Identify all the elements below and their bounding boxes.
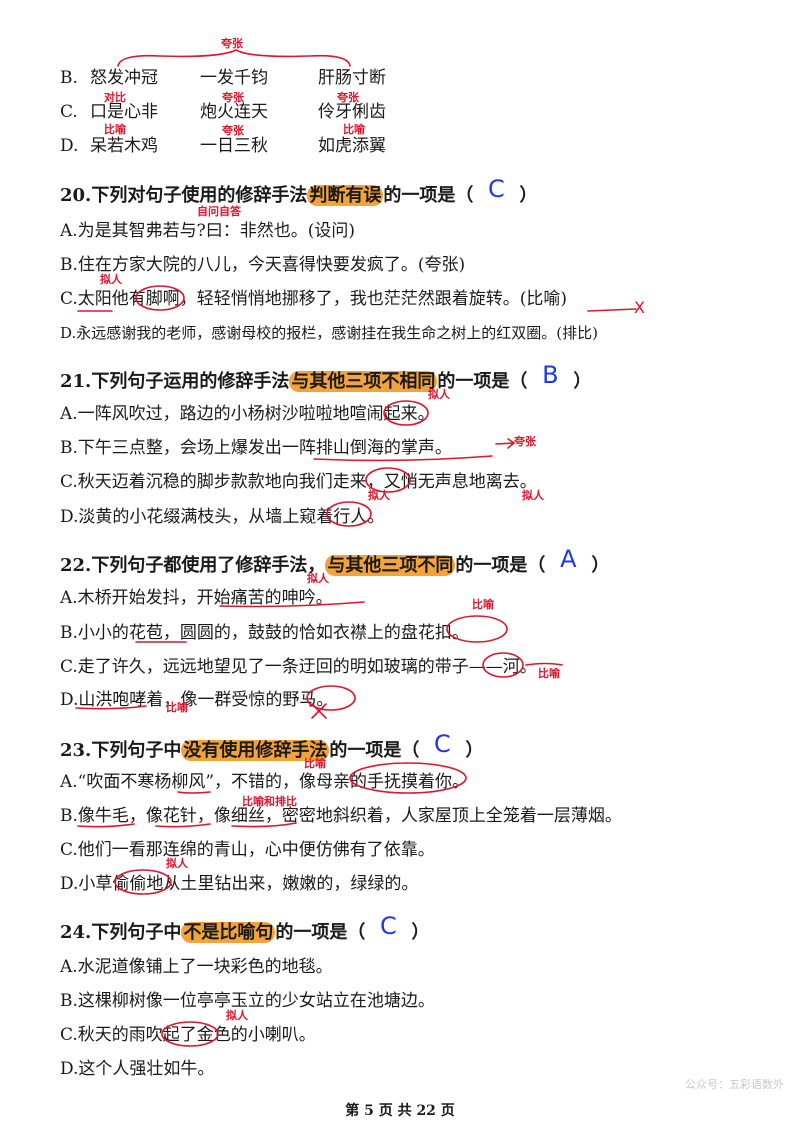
q19-option-d: D. 呆若木鸡 一日三秋 如虎添翼 [60,134,386,158]
q19-option-b: B. 怒发冲冠 一发千钧 肝肠寸断 [60,66,386,90]
note-niren: 拟人 [226,1009,248,1022]
question-text: ） [465,740,484,761]
highlighted-phrase: 没有使用修辞手法 [181,740,330,761]
question-21-stem: 21.下列句子运用的修辞手法与其他三项不相同的一项是（ B ） [60,362,592,395]
question-text: 的一项是（ [383,185,474,206]
question-number: 24. [60,922,92,943]
question-20-stem: 20.下列对句子使用的修辞手法判断有误的一项是（ C ） [60,176,538,209]
q21-option-c: C.秋天迈着沉稳的脚步款款地向我们走来，又悄无声息地离去。 [60,472,537,492]
question-number: 22. [60,555,92,576]
q24-option-a: A.水泥道像铺上了一块彩色的地毯。 [60,957,333,977]
page-footer: 第 5 页 共 22 页 [345,1103,455,1119]
q20-option-a: A.为是其智弗若与?曰：非然也。(设问) [60,221,356,241]
highlighted-phrase: 与其他三项不同 [325,555,456,576]
note-niren: 拟人 [100,273,122,286]
note-biyu: 比喻 [472,598,494,611]
option-letter: D. [60,136,79,156]
question-number: 23. [60,740,92,761]
question-text: 下列句子中 [91,740,182,761]
note-kuazhang: 夸张 [222,124,244,137]
note-niren: 拟人 [522,489,544,502]
question-number: 21. [60,371,92,392]
q24-option-d: D.这个人强壮如牛。 [60,1059,215,1079]
q23-option-c: C.他们一看那连绵的青山，心中便仿佛有了依靠。 [60,840,435,860]
note-ziwenzida: 自问自答 [197,205,241,218]
question-22-stem: 22.下列句子都使用了修辞手法，与其他三项不同的一项是（ A ） [60,546,610,579]
option-letter: B. [60,68,78,88]
highlighted-phrase: 不是比喻句 [181,922,276,943]
note-niren: 拟人 [428,388,450,401]
question-text: 的一项是（ [329,740,420,761]
question-text: 的一项是（ [275,922,366,943]
note-duibi: 对比 [104,91,126,104]
q22-option-c: C.走了许久，远远地望见了一条迂回的明如玻璃的带子——河。 [60,657,537,677]
note-biyu: 比喻 [104,123,126,136]
question-text: ） [411,922,430,943]
question-text: ） [591,555,610,576]
q19-option-c: C. 口是心非 炮火连天 伶牙俐齿 [60,100,386,124]
q24-option-c: C.秋天的雨吹起了金色的小喇叭。 [60,1025,316,1045]
idiom: 一发千钧 [200,68,268,88]
idiom: 炮火连天 [200,102,268,122]
q22-option-b: B.小小的花苞，圆圆的，鼓鼓的恰如衣襟上的盘花扣。 [60,623,469,643]
q20-option-c: C.太阳他有脚啊，轻轻悄悄地挪移了，我也茫茫然跟着旋转。(比喻) [60,289,568,309]
option-letter: C. [60,102,78,122]
q24-option-b: B.这棵柳树像一位亭亭玉立的少女站立在池塘边。 [60,991,435,1011]
q21-option-b: B.下午三点整，会场上爆发出一阵排山倒海的掌声。 [60,438,452,458]
handwritten-answer: C [487,175,505,203]
q20-option-d: D.永远感谢我的老师，感谢母校的报栏，感谢挂在我生命之树上的红双圈。(排比) [60,324,598,342]
note-niren: 拟人 [166,857,188,870]
question-24-stem: 24.下列句子中不是比喻句的一项是（ C ） [60,913,430,946]
q22-option-a: A.木桥开始发抖，开始痛苦的呻吟。 [60,588,333,608]
q23-option-d: D.小草偷偷地从土里钻出来，嫩嫩的，绿绿的。 [60,874,419,894]
q23-option-b: B.像牛毛，像花针，像细丝，密密地斜织着，人家屋顶上全笼着一层薄烟。 [60,806,622,826]
note-biyu: 比喻 [166,701,188,714]
idiom: 口是心非 [90,102,158,122]
question-text: ） [573,371,592,392]
q23-option-a: A.“吹面不寒杨柳风”，不错的，像母亲的手抚摸着你。 [60,772,470,792]
note-niren: 拟人 [368,489,390,502]
highlighted-phrase: 与其他三项不相同 [289,371,438,392]
question-23-stem: 23.下列句子中没有使用修辞手法的一项是（ C ） [60,731,484,764]
q21-option-d: D.淡黄的小花缀满枝头，从墙上窥着行人。 [60,507,385,527]
q22-option-d: D.山洪咆哮着，像一群受惊的野马。 [60,690,334,710]
note-niren: 拟人 [307,572,329,585]
question-text: 的一项是（ [455,555,546,576]
highlighted-phrase: 判断有误 [307,185,384,206]
q20-option-b: B.住在方家大院的八儿，今天喜得快要发疯了。(夸张) [60,255,466,275]
handwritten-answer: C [433,730,451,758]
note-biyu: 比喻 [304,757,326,770]
handwritten-answer: A [560,545,577,573]
cross-mark: X [634,298,645,317]
idiom: 呆若木鸡 [90,136,158,156]
note-kuazhang: 夸张 [514,435,536,448]
note-kuazhang: 夸张 [337,91,359,104]
idiom: 肝肠寸断 [318,68,386,88]
question-text: 下列句子中 [91,922,182,943]
handwritten-answer: B [542,361,559,389]
question-text: ） [519,185,538,206]
idiom: 怒发冲冠 [90,68,158,88]
handwritten-answer: C [379,912,397,940]
note-biyu-paibi: 比喻和排比 [242,795,297,808]
question-number: 20. [60,185,92,206]
note-biyu: 比喻 [343,123,365,136]
idiom: 如虎添翼 [318,136,386,156]
question-text: 下列句子都使用了修辞手法， [91,555,326,576]
question-text: 的一项是（ [437,371,528,392]
idiom: 伶牙俐齿 [318,102,386,122]
question-text: 下列对句子使用的修辞手法 [91,185,308,206]
idiom: 一日三秋 [200,136,268,156]
note-biyu: 比喻 [538,667,560,680]
note-kuazhang: 夸张 [221,37,243,50]
q21-option-a: A.一阵风吹过，路边的小杨树沙啦啦地喧闹起来。 [60,404,435,424]
watermark: 公众号：五彩语数外 [685,1078,784,1091]
question-text: 下列句子运用的修辞手法 [91,371,290,392]
note-kuazhang: 夸张 [222,91,244,104]
